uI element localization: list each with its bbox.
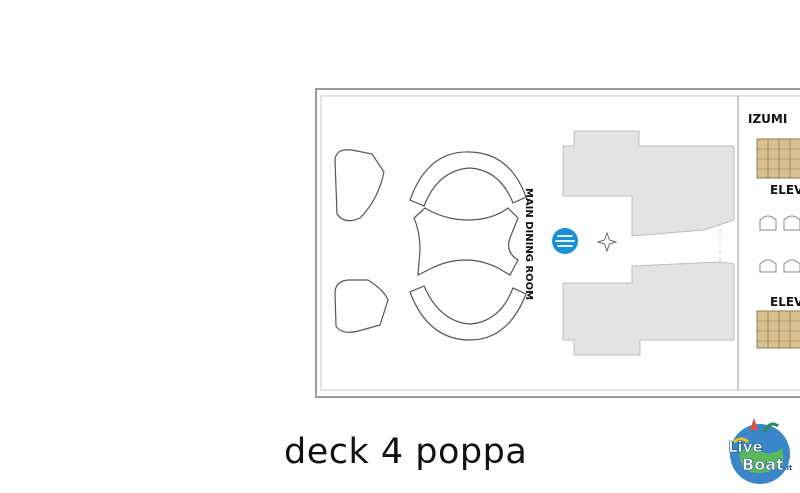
center-booth	[413, 207, 519, 277]
stairwell-bottom	[756, 310, 800, 349]
compass-star-icon	[596, 231, 618, 253]
hull-inner-outline	[320, 95, 800, 391]
logo-text-live: Live	[728, 438, 763, 456]
venue-block-bottom	[562, 261, 735, 356]
arc-top	[409, 151, 527, 207]
deck-caption: deck 4 poppa	[284, 432, 528, 472]
table-bottom-left	[334, 279, 389, 333]
stairwell-top	[756, 138, 800, 179]
elevator-label-bottom: ELEV	[770, 295, 800, 309]
izumi-label: IZUMI	[748, 112, 787, 126]
table-top-left	[334, 149, 385, 222]
arc-bottom	[409, 285, 527, 341]
liveboat-logo: Live Boat .it	[728, 418, 793, 484]
main-dining-room-label: MAIN DINING ROOM	[523, 188, 534, 300]
venue-block-top	[562, 130, 735, 237]
dining-fork-knife-icon	[552, 228, 578, 254]
elevator-label-top: ELEV	[770, 183, 800, 197]
booth-seats	[759, 215, 800, 273]
hull-outline	[315, 88, 800, 398]
logo-text-suffix: .it	[784, 464, 793, 472]
dining-room-tables	[334, 149, 527, 341]
logo-text-boat: Boat	[742, 455, 784, 474]
